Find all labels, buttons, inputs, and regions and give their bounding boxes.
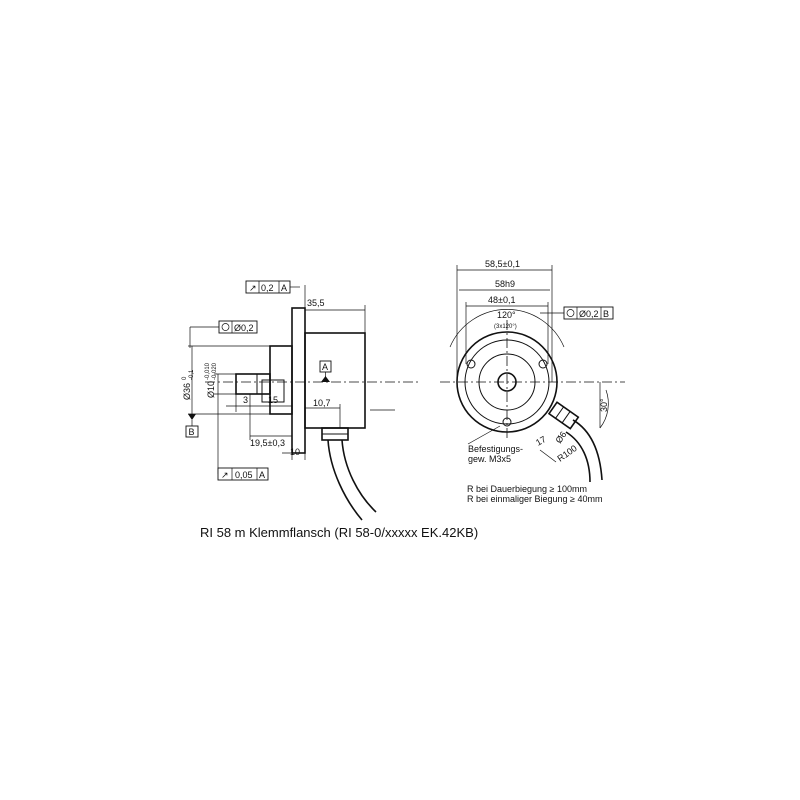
flange-plate — [291, 307, 306, 454]
pitch-arc — [449, 309, 565, 348]
cable-front-upper — [572, 419, 603, 481]
tol-position-value: Ø0,2 — [579, 309, 599, 319]
datum-b-box — [185, 425, 199, 438]
front-view: 58,5±0,1 58h9 48±0,1 120° (3x120°) Ø0,2 … — [440, 259, 625, 504]
tol-concentric-value: Ø0,2 — [234, 323, 254, 333]
dim-10: 10 — [290, 447, 300, 457]
arc-30 — [599, 389, 609, 429]
dim-58-5: 58,5±0,1 — [485, 259, 520, 269]
dia-36-label: Ø36 — [182, 383, 192, 400]
angle-30: 30° — [599, 398, 609, 412]
drawing-caption: RI 58 m Klemmflansch (RI 58-0/xxxxx EK.4… — [200, 525, 479, 540]
note-1: R bei Dauerbiegung ≥ 100mm — [467, 484, 587, 494]
dim-35-5: 35,5 — [307, 298, 325, 308]
tol-runout-bottom-value: 0,05 — [235, 470, 253, 480]
position-icon — [566, 309, 575, 317]
bolt-hole-top-right — [538, 359, 548, 369]
cable-right — [341, 439, 377, 513]
datum-b-triangle — [188, 414, 196, 420]
datum-a-label: A — [322, 362, 328, 372]
dia-10-tol-lower: -0,020 — [212, 362, 218, 380]
concentric-icon — [221, 323, 230, 331]
dim-10-7: 10,7 — [313, 398, 331, 408]
dim-48: 48±0,1 — [488, 295, 515, 305]
dim-15: 15 — [268, 395, 278, 405]
dim-3: 3 — [243, 395, 248, 405]
dia-36-tol-lower: -0,1 — [189, 369, 195, 380]
datum-a-triangle — [321, 376, 330, 382]
tol-position-datum: B — [603, 309, 609, 319]
dia-10-tol-upper: -0,010 — [205, 362, 211, 380]
housing-body — [304, 332, 366, 429]
note-2: R bei einmaliger Biegung ≥ 40mm — [467, 494, 603, 504]
leader-thread — [467, 425, 501, 445]
tol-runout-top-datum: A — [281, 283, 287, 293]
thread-label-2: gew. M3x5 — [468, 454, 511, 464]
runout-icon-bottom: ↗ — [221, 470, 229, 480]
cable-left — [327, 439, 363, 521]
tol-runout-bottom-datum: A — [259, 470, 265, 480]
tol-runout-top-value: 0,2 — [261, 283, 274, 293]
shaft-groove — [261, 379, 285, 403]
datum-b-label: B — [189, 427, 195, 437]
side-view: 35,5 ↗ 0,2 A Ø0,2 Ø36 0 -0,1 Ø10 -0,010 … — [182, 280, 420, 521]
dim-58h9: 58h9 — [495, 279, 515, 289]
dim-19-5: 19,5±0,3 — [250, 438, 285, 448]
cable-gland-front — [547, 401, 580, 430]
radius-100: R100 — [555, 443, 578, 464]
thread-label-1: Befestigungs- — [468, 444, 523, 454]
runout-icon: ↗ — [249, 283, 257, 293]
bolt-hole-top-left — [466, 359, 476, 369]
dia-10-label: Ø10 — [206, 381, 216, 398]
angle-3x120: (3x120°) — [494, 324, 517, 330]
cable-front-lower — [565, 431, 591, 483]
shaft — [235, 373, 271, 395]
dim-17: 17 — [534, 434, 548, 448]
dia-36-tol-upper: 0 — [182, 376, 188, 380]
leader-radius — [539, 449, 557, 463]
angle-120: 120° — [497, 310, 516, 320]
tol-box-runout-bottom — [217, 467, 269, 481]
